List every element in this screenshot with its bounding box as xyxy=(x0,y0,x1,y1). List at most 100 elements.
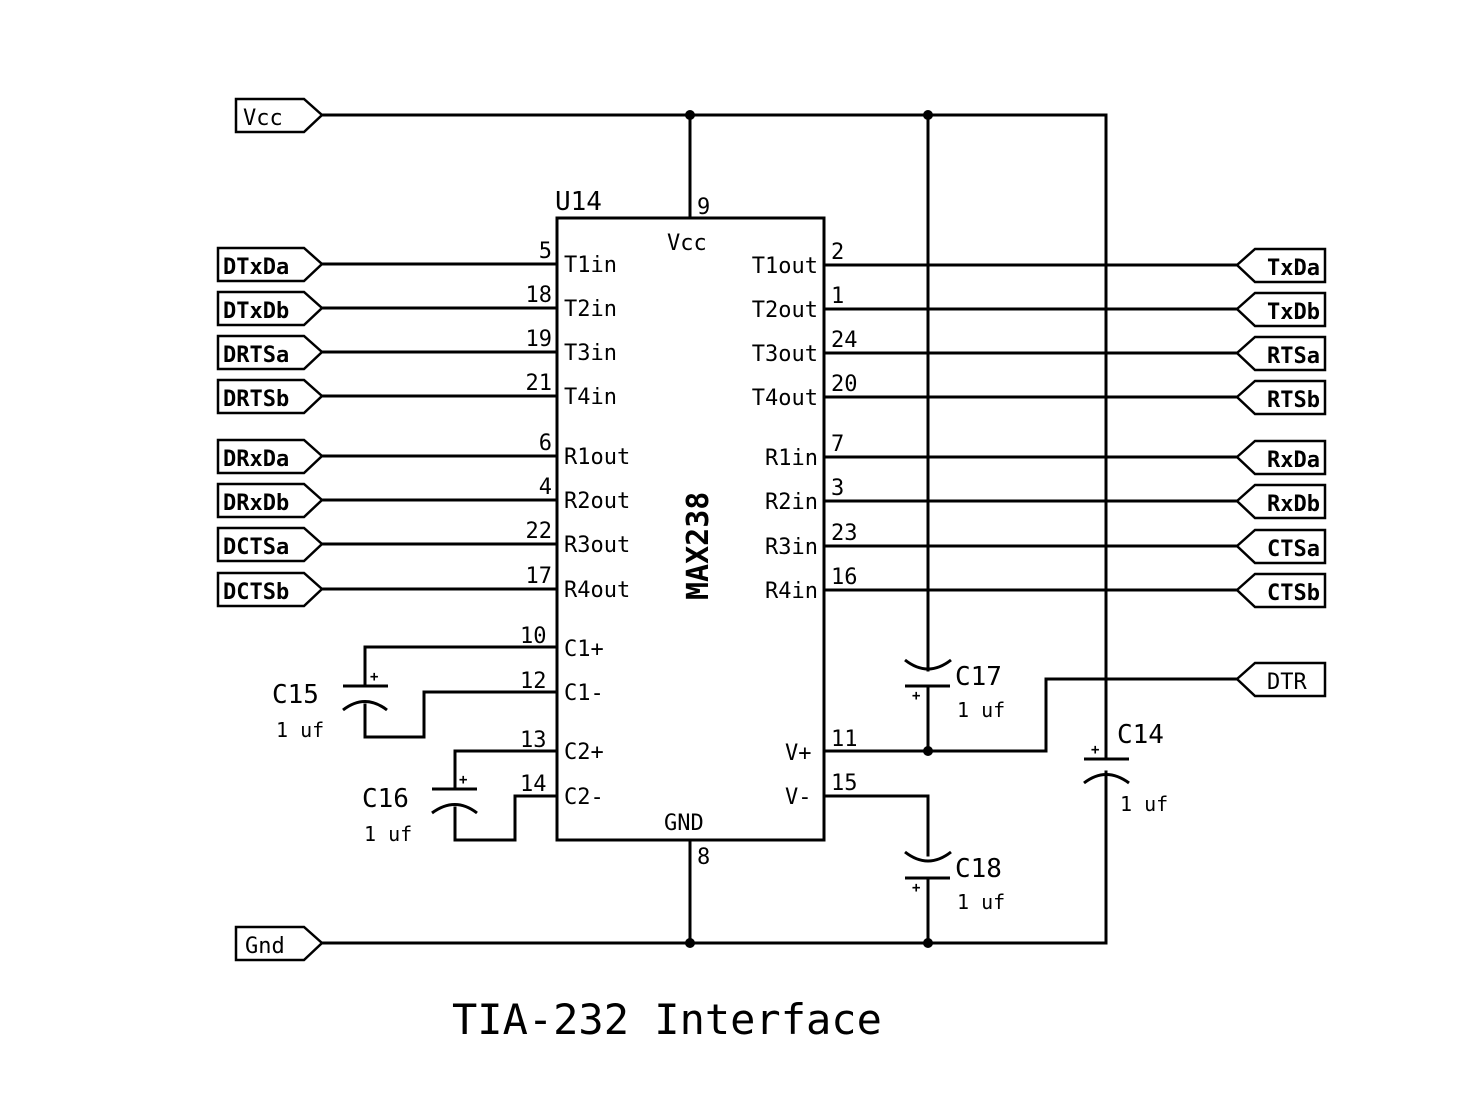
net-port xyxy=(1235,439,1327,476)
pin-name: R3out xyxy=(564,533,630,558)
net-port-label: CTSb xyxy=(1267,581,1320,606)
pin-name-vplus: V+ xyxy=(785,741,812,766)
net-port xyxy=(216,526,324,563)
c15-plus-sign: + xyxy=(370,669,378,685)
ic-ref-label: U14 xyxy=(555,187,602,217)
net-port xyxy=(1235,335,1327,372)
net-port-label: DCTSa xyxy=(223,535,289,560)
c15-curved-plate xyxy=(342,700,388,712)
c16-ref: C16 xyxy=(362,784,409,814)
right-signal-pins: TxDa2T1outTxDb1T2outRTSa24T3outRTSb20T4o… xyxy=(752,240,1327,609)
pin-name: T2in xyxy=(564,297,617,322)
pin-name-c1plus: C1+ xyxy=(564,637,604,662)
c17-value: 1 uf xyxy=(957,698,1005,722)
c16-minus-wire xyxy=(453,794,559,842)
net-port-label: TxDa xyxy=(1267,256,1320,281)
c14-value: 1 uf xyxy=(1120,792,1168,816)
pin-name: R2in xyxy=(765,490,818,515)
pin-number: 2 xyxy=(831,240,844,265)
net-port-label: DRxDb xyxy=(223,491,289,516)
pin-name: R4in xyxy=(765,579,818,604)
pin-number: 5 xyxy=(539,239,552,264)
pin-number: 22 xyxy=(526,519,553,544)
vcc-port: Vcc xyxy=(234,97,324,134)
ic-part-label: MAX238 xyxy=(681,492,716,600)
pin-number-15: 15 xyxy=(831,771,858,796)
pin-number: 6 xyxy=(539,431,552,456)
net-port xyxy=(1235,247,1327,284)
pin-name: T4out xyxy=(752,386,818,411)
pin-name: R2out xyxy=(564,489,630,514)
net-port-label: DCTSb xyxy=(223,580,289,605)
c15-minus-wire xyxy=(363,690,559,739)
pin-name: T4in xyxy=(564,385,617,410)
net-port xyxy=(216,334,324,371)
net-port-label: RxDb xyxy=(1267,492,1320,517)
pin-number: 1 xyxy=(831,284,844,309)
c17-plus-sign: + xyxy=(912,688,920,704)
pin-number: 4 xyxy=(539,475,552,500)
pin-number: 23 xyxy=(831,521,858,546)
pin-number: 24 xyxy=(831,328,858,353)
pin-name: T1in xyxy=(564,253,617,278)
vcc-pin-number: 9 xyxy=(697,195,710,220)
net-port xyxy=(1235,572,1327,609)
pin-name: R1in xyxy=(765,446,818,471)
junction-dot xyxy=(923,746,933,756)
net-port-label: RTSa xyxy=(1267,344,1320,369)
net-port xyxy=(1235,528,1327,565)
diagram-title: TIA-232 Interface xyxy=(452,995,882,1044)
pin-number: 3 xyxy=(831,476,844,501)
c17-curved-plate xyxy=(904,658,952,671)
net-port xyxy=(216,571,324,608)
pin-name: R3in xyxy=(765,535,818,560)
c14-plus-sign: + xyxy=(1091,742,1099,758)
left-signal-pins: DTxDa5T1inDTxDb18T2inDRTSa19T3inDRTSb21T… xyxy=(216,239,630,608)
junction-dot xyxy=(923,938,933,948)
gnd-pin-name: GND xyxy=(664,811,704,836)
net-port xyxy=(216,290,324,327)
pin-number-10: 10 xyxy=(520,624,547,649)
pin-name: R1out xyxy=(564,445,630,470)
c18-value: 1 uf xyxy=(957,890,1005,914)
junction-dot xyxy=(685,110,695,120)
c16-value: 1 uf xyxy=(364,822,412,846)
vcc-port-label: Vcc xyxy=(243,106,283,131)
junction-dot xyxy=(923,110,933,120)
c17-ref: C17 xyxy=(955,662,1002,692)
dtr-port-label: DTR xyxy=(1267,670,1307,695)
vcc-pin-name: Vcc xyxy=(667,231,707,256)
dtr-port: DTR xyxy=(1235,661,1327,698)
net-port xyxy=(1235,379,1327,416)
pin-name-c2plus: C2+ xyxy=(564,740,604,765)
c15-plus-wire xyxy=(363,645,559,687)
net-port-label: DTxDa xyxy=(223,255,289,280)
c18-plus-sign: + xyxy=(912,880,920,896)
c18-curved-plate xyxy=(904,850,952,863)
pin-number: 21 xyxy=(526,371,553,396)
pin-name: T2out xyxy=(752,298,818,323)
pin-name: T3out xyxy=(752,342,818,367)
net-port xyxy=(216,482,324,519)
gnd-port: Gnd xyxy=(234,925,324,962)
pin-number-11: 11 xyxy=(831,727,858,752)
pin-name: R4out xyxy=(564,578,630,603)
net-port-label: RxDa xyxy=(1267,448,1320,473)
net-port-label: DRTSa xyxy=(223,343,289,368)
c15-value: 1 uf xyxy=(276,718,324,742)
net-port-label: TxDb xyxy=(1267,300,1320,325)
net-port xyxy=(216,438,324,475)
c16-curved-plate xyxy=(431,803,478,815)
pin-name-c2minus: C2- xyxy=(564,785,604,810)
vplus-dtr-wire xyxy=(822,677,1239,753)
